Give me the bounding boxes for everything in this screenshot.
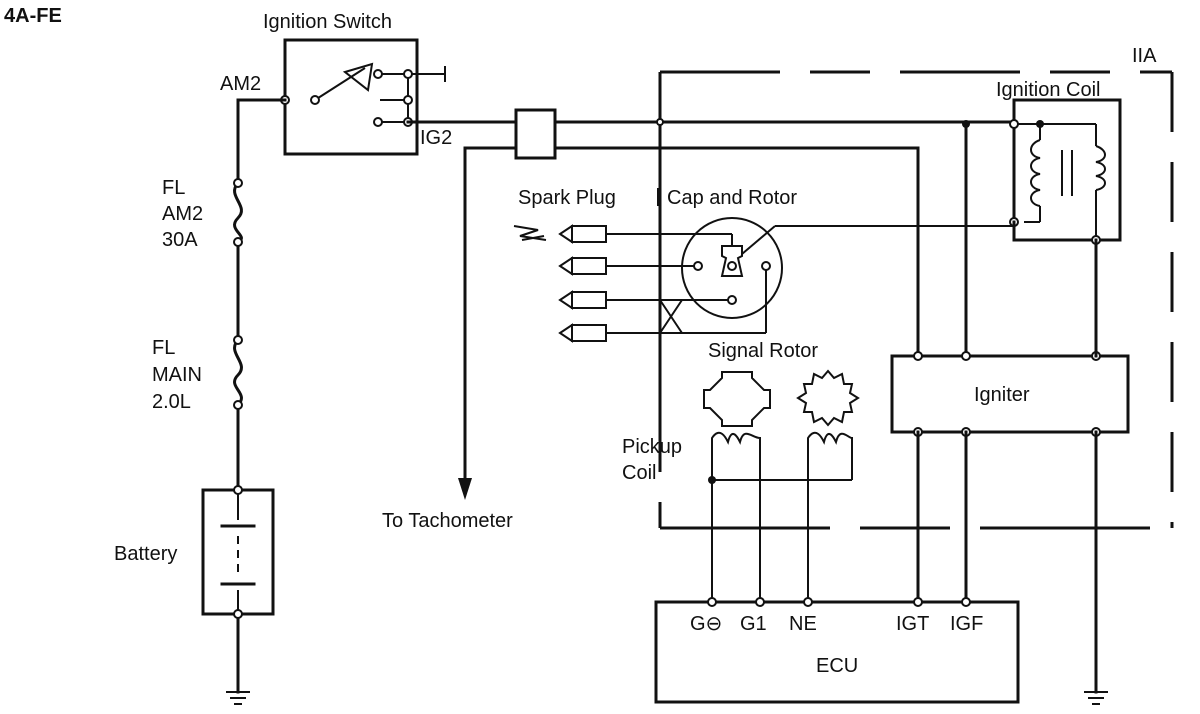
ignition-coil-label: Ignition Coil [996,79,1101,101]
spark-plug-2 [558,256,698,276]
power-path [233,98,287,694]
fuse-am2-line1: FL [162,177,185,199]
spark-sparks [513,225,547,241]
ecu-terminal-ne: NE [789,613,817,635]
iia-label: IIA [1132,45,1157,67]
spark-plug-1 [558,224,733,245]
pickup-coil-line1: Pickup [622,436,682,458]
battery-label: Battery [114,543,177,565]
ig2-wiring [406,118,1016,500]
spark-plug-4 [558,270,767,343]
igniter-label: Igniter [974,384,1030,406]
fuse-am2-line3: 30A [162,229,198,251]
ig2-label: IG2 [420,127,452,149]
ignition-switch [280,38,446,156]
ground-symbol-left [226,691,250,705]
cap-and-rotor-label: Cap and Rotor [667,187,797,209]
signal-rotor-g [703,371,771,427]
pickup-coil-line2: Coil [622,462,656,484]
ecu-terminal-g-minus: G⊖ [690,613,722,635]
wire-connector [514,108,557,160]
to-tachometer-label: To Tachometer [382,510,513,532]
signal-rotor-label: Signal Rotor [708,340,818,362]
fuse-main-line2: MAIN [152,364,202,386]
igniter [890,220,1130,437]
ecu [654,597,1020,704]
fuse-am2-line2: AM2 [162,203,203,225]
ecu-terminal-igt: IGT [896,613,929,635]
ignition-switch-label: Ignition Switch [263,11,392,33]
signal-rotor-ne [796,369,860,427]
distributor-cap [659,217,1014,334]
pickup-coil-ne [708,431,853,600]
ecu-label: ECU [816,655,858,677]
am2-label: AM2 [220,73,261,95]
ecu-terminal-g1: G1 [740,613,767,635]
fuse-main-line3: 2.0L [152,391,191,413]
pickup-coil-g [711,431,761,600]
ignition-coil [1009,98,1122,245]
battery [201,485,275,619]
engine-label: 4A-FE [4,5,62,27]
fuse-main-line1: FL [152,337,175,359]
igniter-ecu-wiring [916,430,1098,694]
ground-symbol-right [1084,691,1108,705]
ecu-terminal-igf: IGF [950,613,983,635]
spark-plug-label: Spark Plug [518,187,616,209]
spark-plug-3 [558,290,732,310]
